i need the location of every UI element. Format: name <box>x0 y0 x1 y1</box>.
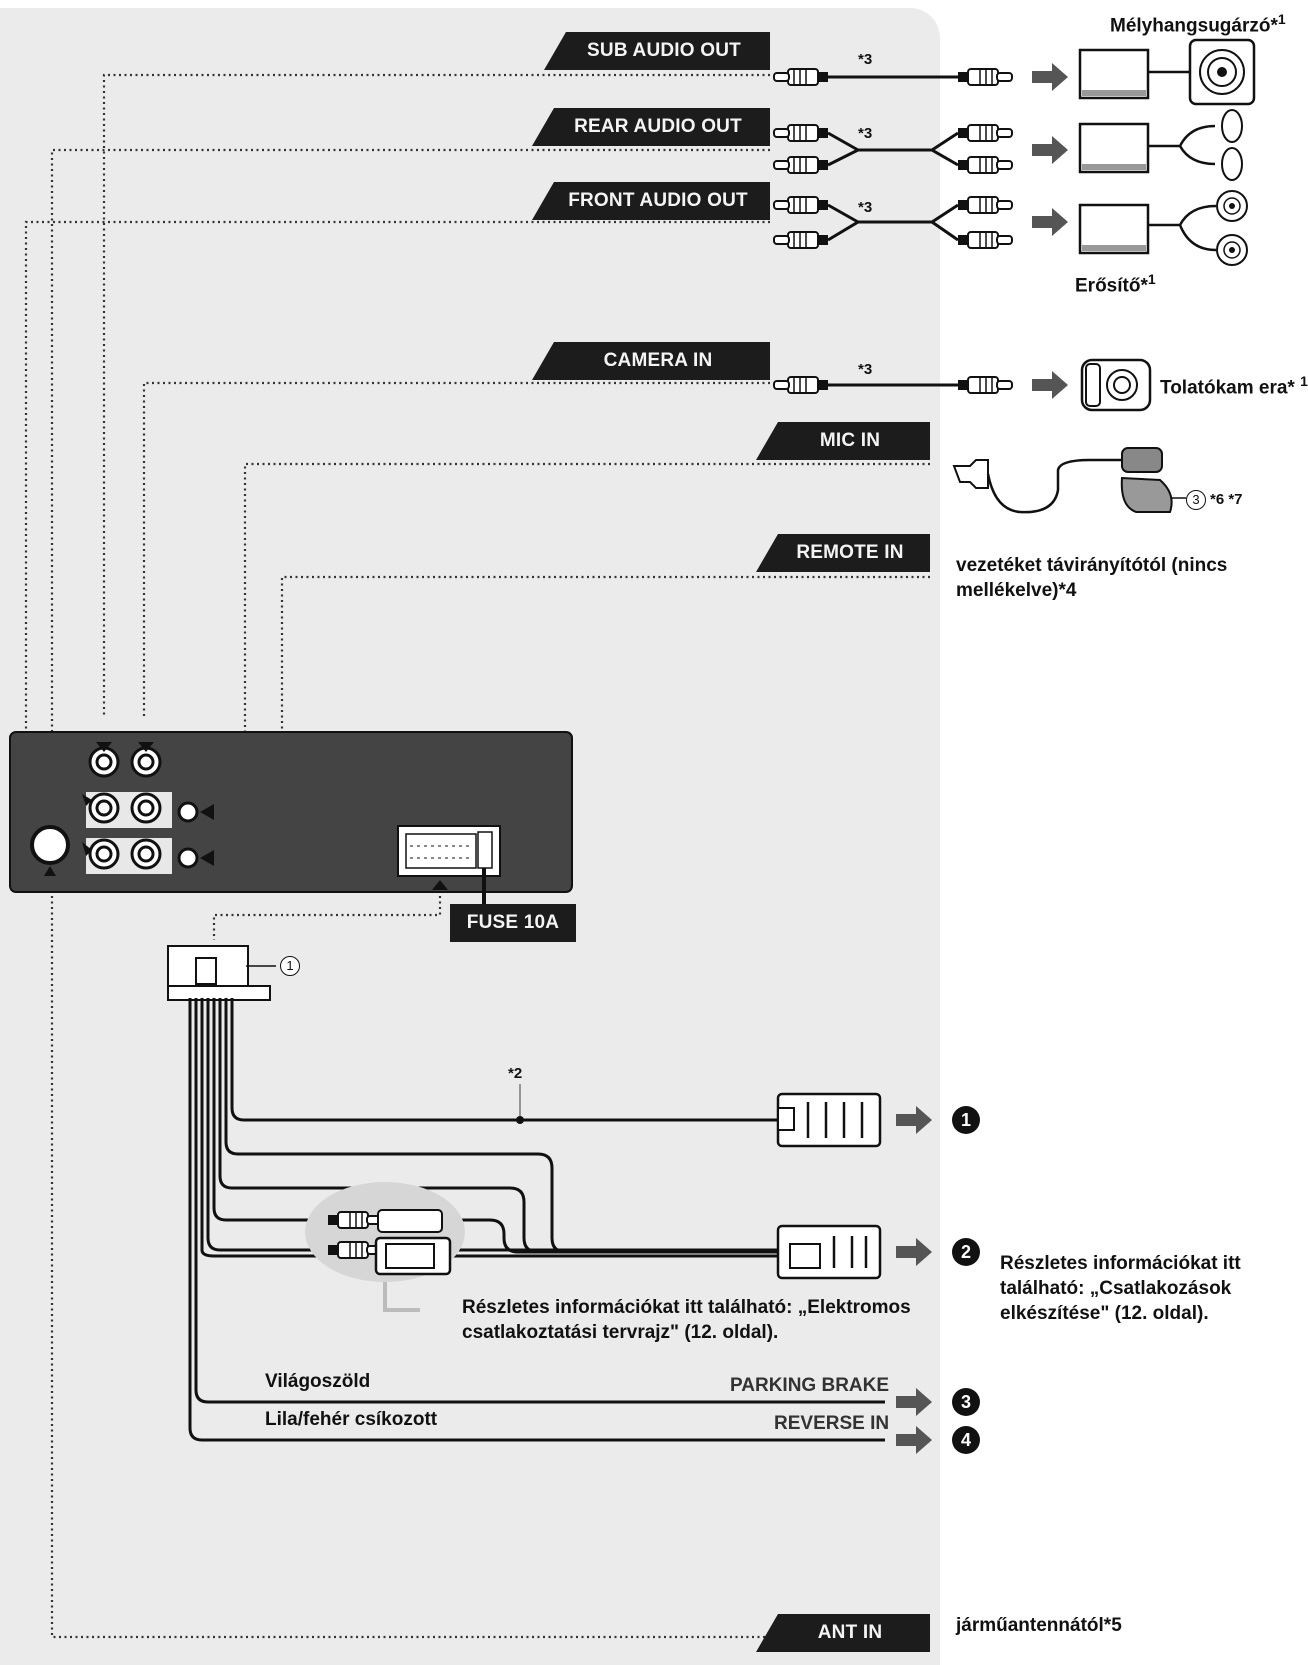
electric-note-line2: csatlakoztatási tervrajz" (12. oldal). <box>462 1322 779 1343</box>
purple-white-label: Lila/fehér csíkozott <box>265 1409 438 1430</box>
camera-cable <box>773 358 1152 412</box>
front-audio-out-label: FRONT AUDIO OUT <box>532 182 770 220</box>
ref-2: 2 <box>952 1238 980 1266</box>
connections-note-line3: elkészítése" (12. oldal). <box>1000 1303 1209 1324</box>
remote-note-line1: vezetéket távirányítótól (nincs <box>956 555 1228 576</box>
subwoofer-label: Mélyhangsugárzó*1 <box>1110 11 1286 37</box>
mic-in-label: MIC IN <box>756 422 930 460</box>
electric-note-line1: Részletes információkat itt található: „… <box>462 1297 911 1318</box>
head-unit <box>9 731 573 893</box>
connections-note-line2: található: „Csatlakozások <box>1000 1278 1232 1299</box>
mic-footnote: *6 *7 <box>1210 491 1243 508</box>
antenna-label: járműantennától*5 <box>956 1615 1122 1636</box>
fuse-label: FUSE 10A <box>450 904 576 942</box>
ref-4: 4 <box>952 1426 980 1454</box>
harness-connector <box>167 945 276 1001</box>
light-green-label: Világoszöld <box>265 1371 371 1392</box>
camera-label: Tolatókam era* 1 <box>1160 373 1308 399</box>
camera-in-label: CAMERA IN <box>532 342 770 380</box>
harness-wires <box>188 998 885 1442</box>
inline-connectors <box>305 1182 465 1312</box>
cable-footnote-rear: *3 <box>858 125 873 142</box>
sub-audio-out-label: SUB AUDIO OUT <box>544 32 770 70</box>
amplifier-label: Erősítő*1 <box>1075 271 1156 297</box>
cable-footnote-front: *3 <box>858 199 873 216</box>
cable-footnote-sub: *3 <box>858 51 873 68</box>
cable-footnote-camera: *3 <box>858 361 873 378</box>
callout-one: 1 <box>280 956 300 976</box>
remote-in-label: REMOTE IN <box>756 534 930 572</box>
iso-connector-1 <box>776 1092 882 1148</box>
microphone <box>952 447 1186 514</box>
front-cable <box>773 190 1248 266</box>
wire-footnote: *2 <box>508 1065 523 1082</box>
ant-in-label: ANT IN <box>756 1614 930 1652</box>
ref-1: 1 <box>952 1106 980 1134</box>
ref-3: 3 <box>952 1388 980 1416</box>
callout-three: 3 <box>1186 490 1206 510</box>
parking-brake-label: PARKING BRAKE <box>730 1375 890 1396</box>
iso-connector-2 <box>776 1224 882 1280</box>
sub-cable <box>773 38 1256 106</box>
connections-note-line1: Részletes információkat itt <box>1000 1253 1241 1274</box>
rear-audio-out-label: REAR AUDIO OUT <box>532 108 770 146</box>
rear-cable <box>773 109 1243 181</box>
remote-note-line2: mellékelve)*4 <box>956 580 1077 601</box>
reverse-in-label: REVERSE IN <box>774 1413 890 1434</box>
